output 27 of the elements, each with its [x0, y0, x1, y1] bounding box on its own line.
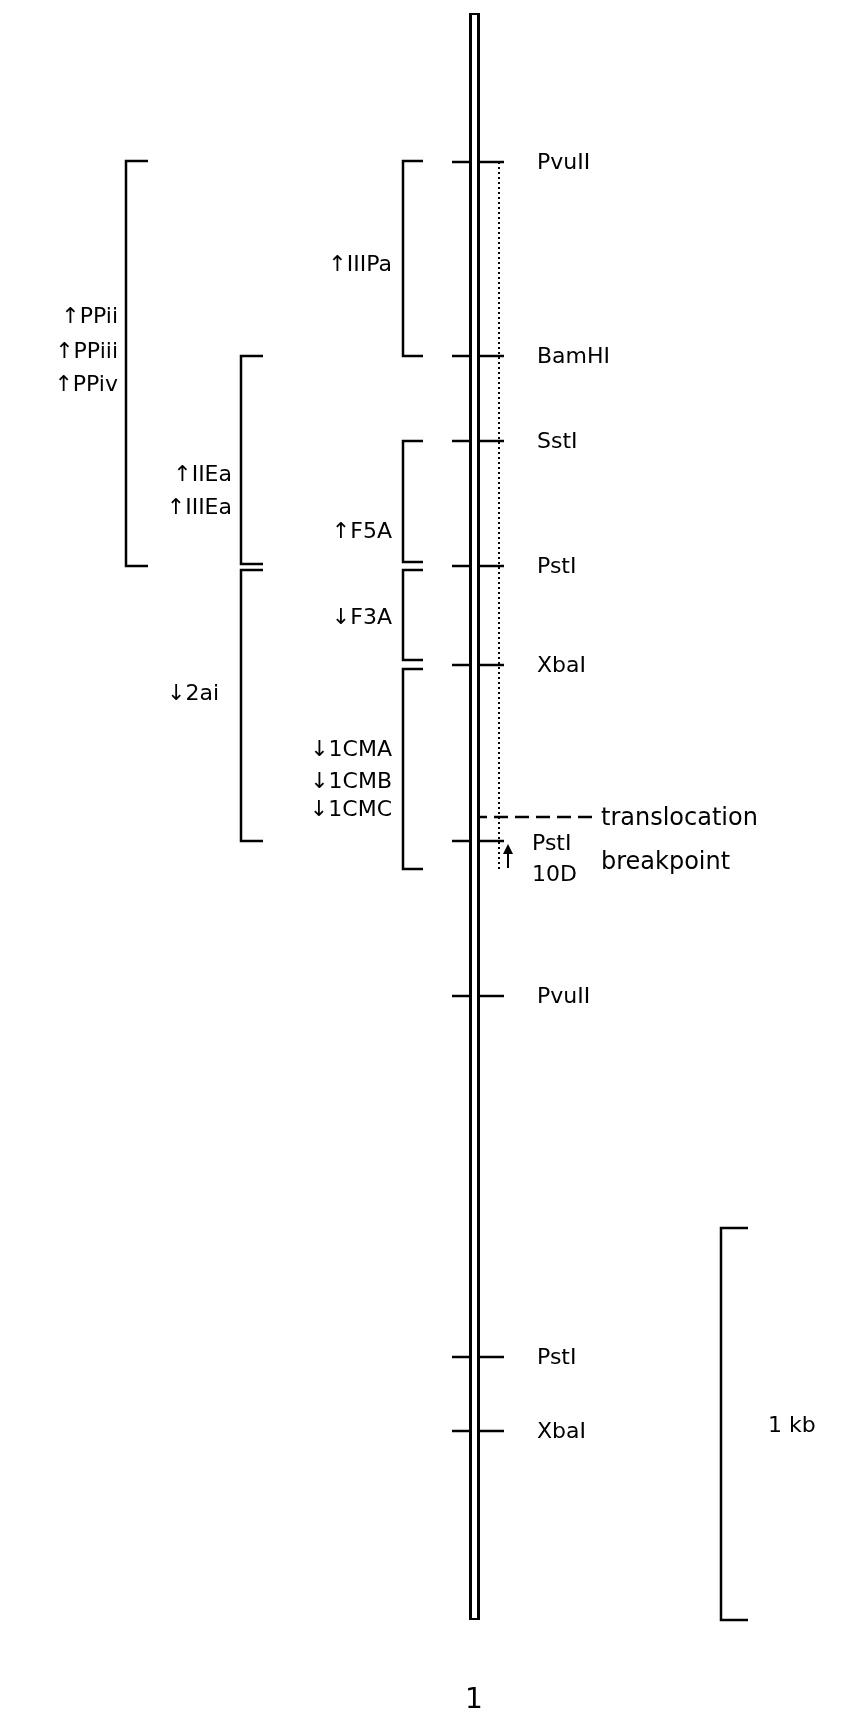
clone-label: ↑IIIEa [166, 495, 232, 519]
site-label: PvuII [537, 984, 591, 1008]
site-label: XbaI [537, 653, 586, 677]
clone-label: ↑IIEa [173, 462, 232, 486]
site-label: PstI [532, 831, 572, 855]
clone-label: ↓F3A [331, 605, 392, 629]
chromosome-number: 1 [465, 1687, 483, 1711]
clone-label: ↓1CMB [310, 769, 392, 793]
clone-label: ↑PPii [61, 304, 118, 328]
clone-label: ↑PPiv [54, 372, 118, 396]
leader-line [480, 815, 592, 819]
clone-label: ↓1CMA [310, 737, 392, 761]
clone-label: ↑IIIPa [328, 252, 392, 276]
clone-label: ↑PPiii [55, 339, 118, 363]
site-label: BamHI [537, 344, 611, 368]
annotation-text: translocation breakpoint [601, 795, 851, 883]
site-label: PstI [537, 1345, 577, 1369]
scale-label: 1 kb [768, 1413, 816, 1437]
clone-label: ↓1CMC [309, 797, 392, 821]
site-label: SstI [537, 429, 578, 453]
chromosome-bar [469, 13, 480, 1620]
site-label: PstI [537, 554, 577, 578]
site-label: XbaI [537, 1419, 586, 1443]
clone-label: ↑F5A [331, 519, 392, 543]
probe-label: 10D [532, 862, 577, 886]
site-label: PvuII [537, 150, 591, 174]
clone-label: ↓2ai [166, 681, 219, 705]
